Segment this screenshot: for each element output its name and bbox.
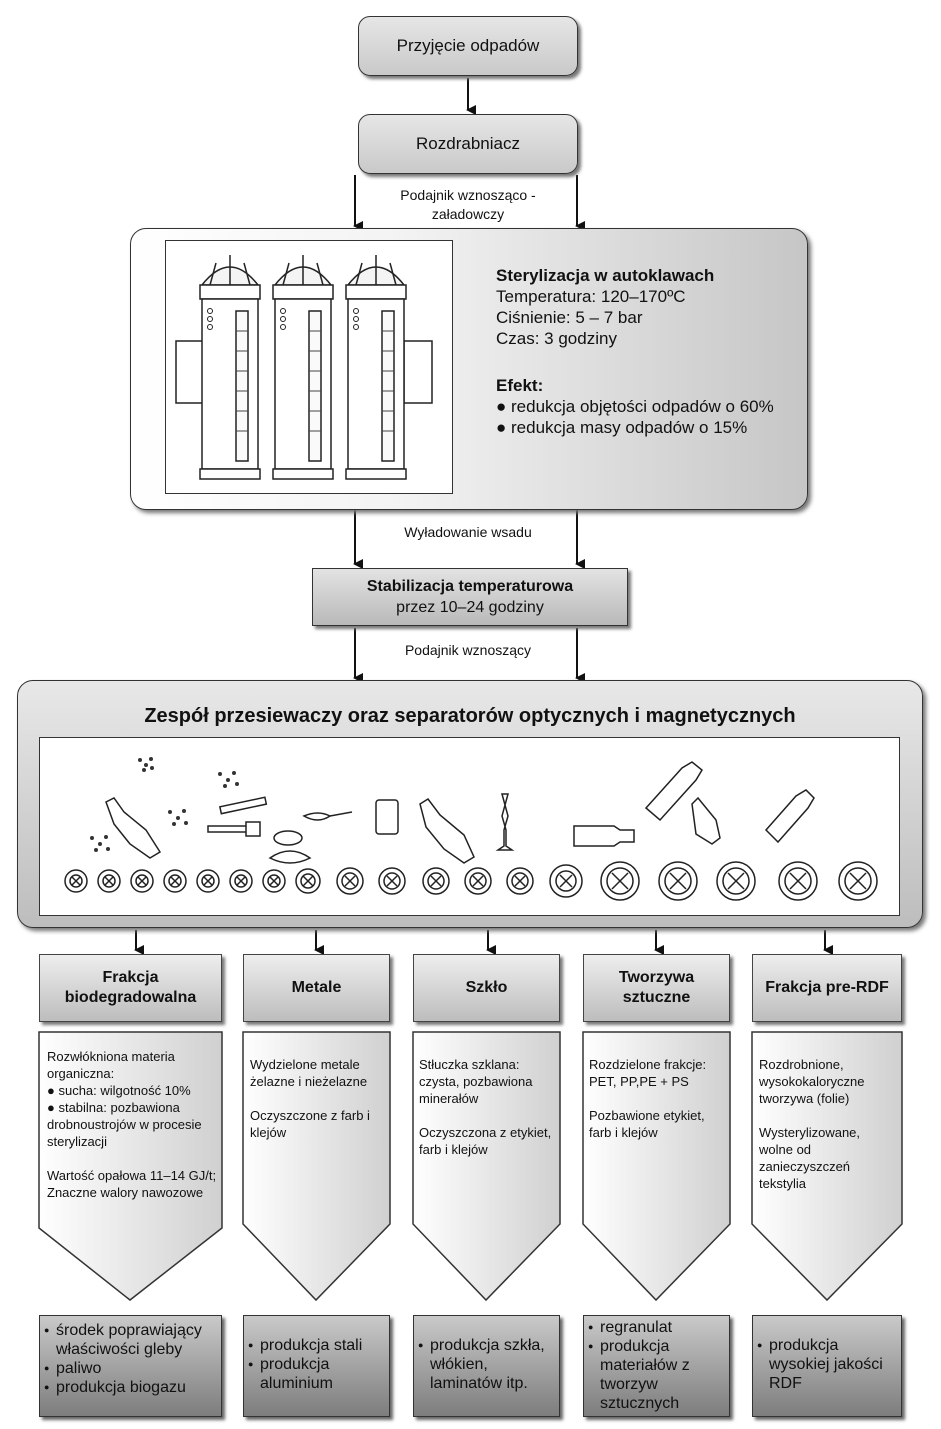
autoclave-temperature: Temperatura: 120–170ºC: [496, 287, 686, 306]
stabilization-title: Stabilizacja temperaturowa: [366, 578, 574, 595]
intake-label: Przyjęcie odpadów: [396, 36, 540, 55]
autoclave-parameters: Sterylizacja w autoklawach Temperatura: …: [496, 265, 796, 438]
autoclave-time: Czas: 3 godziny: [496, 329, 617, 348]
product-item: produkcja stali: [248, 1336, 385, 1355]
product-item: produkcja wysokiej jakości RDF: [757, 1336, 897, 1393]
stabilization-box: Stabilizacja temperaturowa przez 10–24 g…: [312, 568, 628, 626]
product-item: produkcja materiałów z tworzyw sztucznyc…: [588, 1337, 725, 1413]
fraction-title-metals: Metale: [243, 954, 390, 1022]
product-item: środek poprawiający właściwości gleby: [44, 1321, 217, 1359]
autoclave-tanks-icon: [175, 255, 433, 480]
products-metals: produkcja stali produkcja aluminium: [243, 1315, 390, 1417]
stabilization-subtitle: przez 10–24 godziny: [396, 599, 544, 616]
autoclave-title: Sterylizacja w autoklawach: [496, 266, 715, 285]
fraction-description-metals: Wydzielone metale żelazne i nieżelazne O…: [250, 1057, 370, 1140]
effect-item: ● redukcja masy odpadów o 15%: [496, 418, 748, 437]
fraction-title-plastics: Tworzywa sztuczne: [583, 954, 730, 1022]
shredder-label: Rozdrabniacz: [416, 134, 520, 153]
products-plastics: regranulat produkcja materiałów z tworzy…: [583, 1315, 730, 1417]
effect-title: Efekt:: [496, 376, 544, 395]
fraction-title-biodegradable: Frakcja biodegradowalna: [39, 954, 222, 1022]
intake-box: Przyjęcie odpadów: [358, 16, 578, 76]
separators-title: Zespół przesiewaczy oraz separatorów opt…: [144, 705, 796, 727]
fraction-title-pre-rdf: Frakcja pre-RDF: [752, 954, 902, 1022]
fraction-description-biodegradable: Rozwłókniona materia organiczna: ● sucha…: [47, 1049, 217, 1200]
product-item: produkcja szkła, włókien, laminatów itp.: [418, 1336, 555, 1393]
product-item: paliwo: [44, 1359, 217, 1378]
product-item: produkcja aluminium: [248, 1355, 385, 1393]
shredder-box: Rozdrabniacz: [358, 114, 578, 174]
products-glass: produkcja szkła, włókien, laminatów itp.: [413, 1315, 560, 1417]
feeder-label: Podajnik wznosząco - załadowczy: [400, 187, 536, 222]
product-item: produkcja biogazu: [44, 1378, 217, 1397]
screening-drums-icon: [64, 757, 878, 901]
fraction-description-glass: Stłuczka szklana: czysta, pozbawiona min…: [419, 1057, 552, 1157]
autoclave-pressure: Ciśnienie: 5 – 7 bar: [496, 308, 643, 327]
autoclave-illustration: [165, 240, 453, 494]
fraction-description-pre-rdf: Rozdrobnione, wysokokaloryczne tworzywa …: [759, 1057, 865, 1191]
products-pre-rdf: produkcja wysokiej jakości RDF: [752, 1315, 902, 1417]
products-biodegradable: środek poprawiający właściwości gleby pa…: [39, 1315, 222, 1417]
fraction-title-glass: Szkło: [413, 954, 560, 1022]
effect-item: ● redukcja objętości odpadów o 60%: [496, 397, 774, 416]
product-item: regranulat: [588, 1318, 725, 1337]
fraction-description-plastics: Rozdzielone frakcje: PET, PP,PE + PS Poz…: [589, 1057, 707, 1140]
elevator-label: Podajnik wznoszący: [404, 642, 532, 658]
separators-illustration: [39, 737, 900, 916]
unload-label: Wyładowanie wsadu: [404, 524, 532, 540]
